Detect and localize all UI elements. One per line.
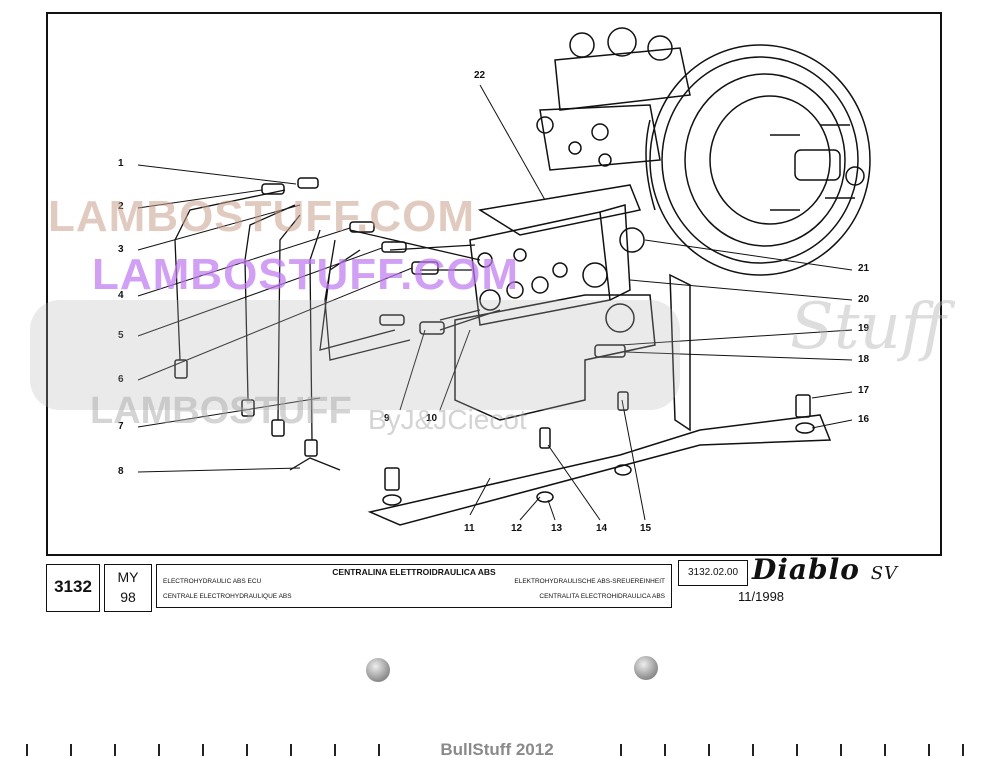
mounting-bracket [367,273,832,526]
callout-5: 5 [118,330,124,341]
model-year-label: MY [117,569,139,585]
footer-credit: BullStuff 2012 [440,740,554,759]
title-italian: CENTRALINA ELETTROIDRAULICA ABS [332,567,496,577]
diablo-logo: Diablo SV [752,553,898,586]
callout-15: 15 [640,523,652,534]
callout-17: 17 [858,385,870,396]
group-number: 3132 [54,577,92,596]
drawing-number: 3132.02.00 [687,567,739,578]
abs-unit [469,184,645,326]
title-german: ELEKTROHYDRAULISCHE ABS-SREUEREINHEIT [514,578,665,585]
callout-13: 13 [551,523,563,534]
model-year: 98 [120,589,136,605]
title-french: CENTRALE ELECTROHYDRAULIQUE ABS [163,593,292,600]
callout-22: 22 [474,70,486,81]
callout-9: 9 [384,413,390,424]
callout-14: 14 [596,523,608,534]
callout-16: 16 [858,414,870,425]
title-english: ELECTROHYDRAULIC ABS ECU [163,578,262,585]
callout-10: 10 [426,413,438,424]
callout-11: 11 [464,523,475,534]
brake-pipes [174,189,501,471]
title-box: CENTRALINA ELETTROIDRAULICA ABS ELECTROH… [156,564,672,608]
fittings [174,177,815,506]
binder-hole-right [634,656,658,680]
title-spanish: CENTRALITA ELECTROHIDRAULICA ABS [539,593,665,600]
callout-12: 12 [511,523,523,534]
diablo-logo-text: Diablo [752,553,860,586]
callout-19: 19 [858,323,870,334]
diablo-logo-suffix: SV [870,563,899,584]
master-cylinder [536,27,691,171]
leader-lines [137,84,853,521]
callout-1: 1 [118,158,124,169]
callout-7: 7 [118,421,124,432]
model-year-box: MY 98 [104,564,152,612]
drawing-date: 11/1998 [738,589,785,604]
drawing-number-box: 3132.02.00 [678,560,748,586]
callout-2: 2 [118,201,124,212]
callout-8: 8 [118,466,124,477]
callout-21: 21 [858,263,870,274]
callout-6: 6 [118,374,124,385]
callout-3: 3 [118,244,124,255]
callout-18: 18 [858,354,870,365]
brake-booster [645,44,871,276]
drawing-sheet [46,12,942,556]
callout-4: 4 [118,290,124,301]
callout-20: 20 [858,294,870,305]
binder-hole-left [366,658,390,682]
group-number-box: 3132 [46,564,100,612]
